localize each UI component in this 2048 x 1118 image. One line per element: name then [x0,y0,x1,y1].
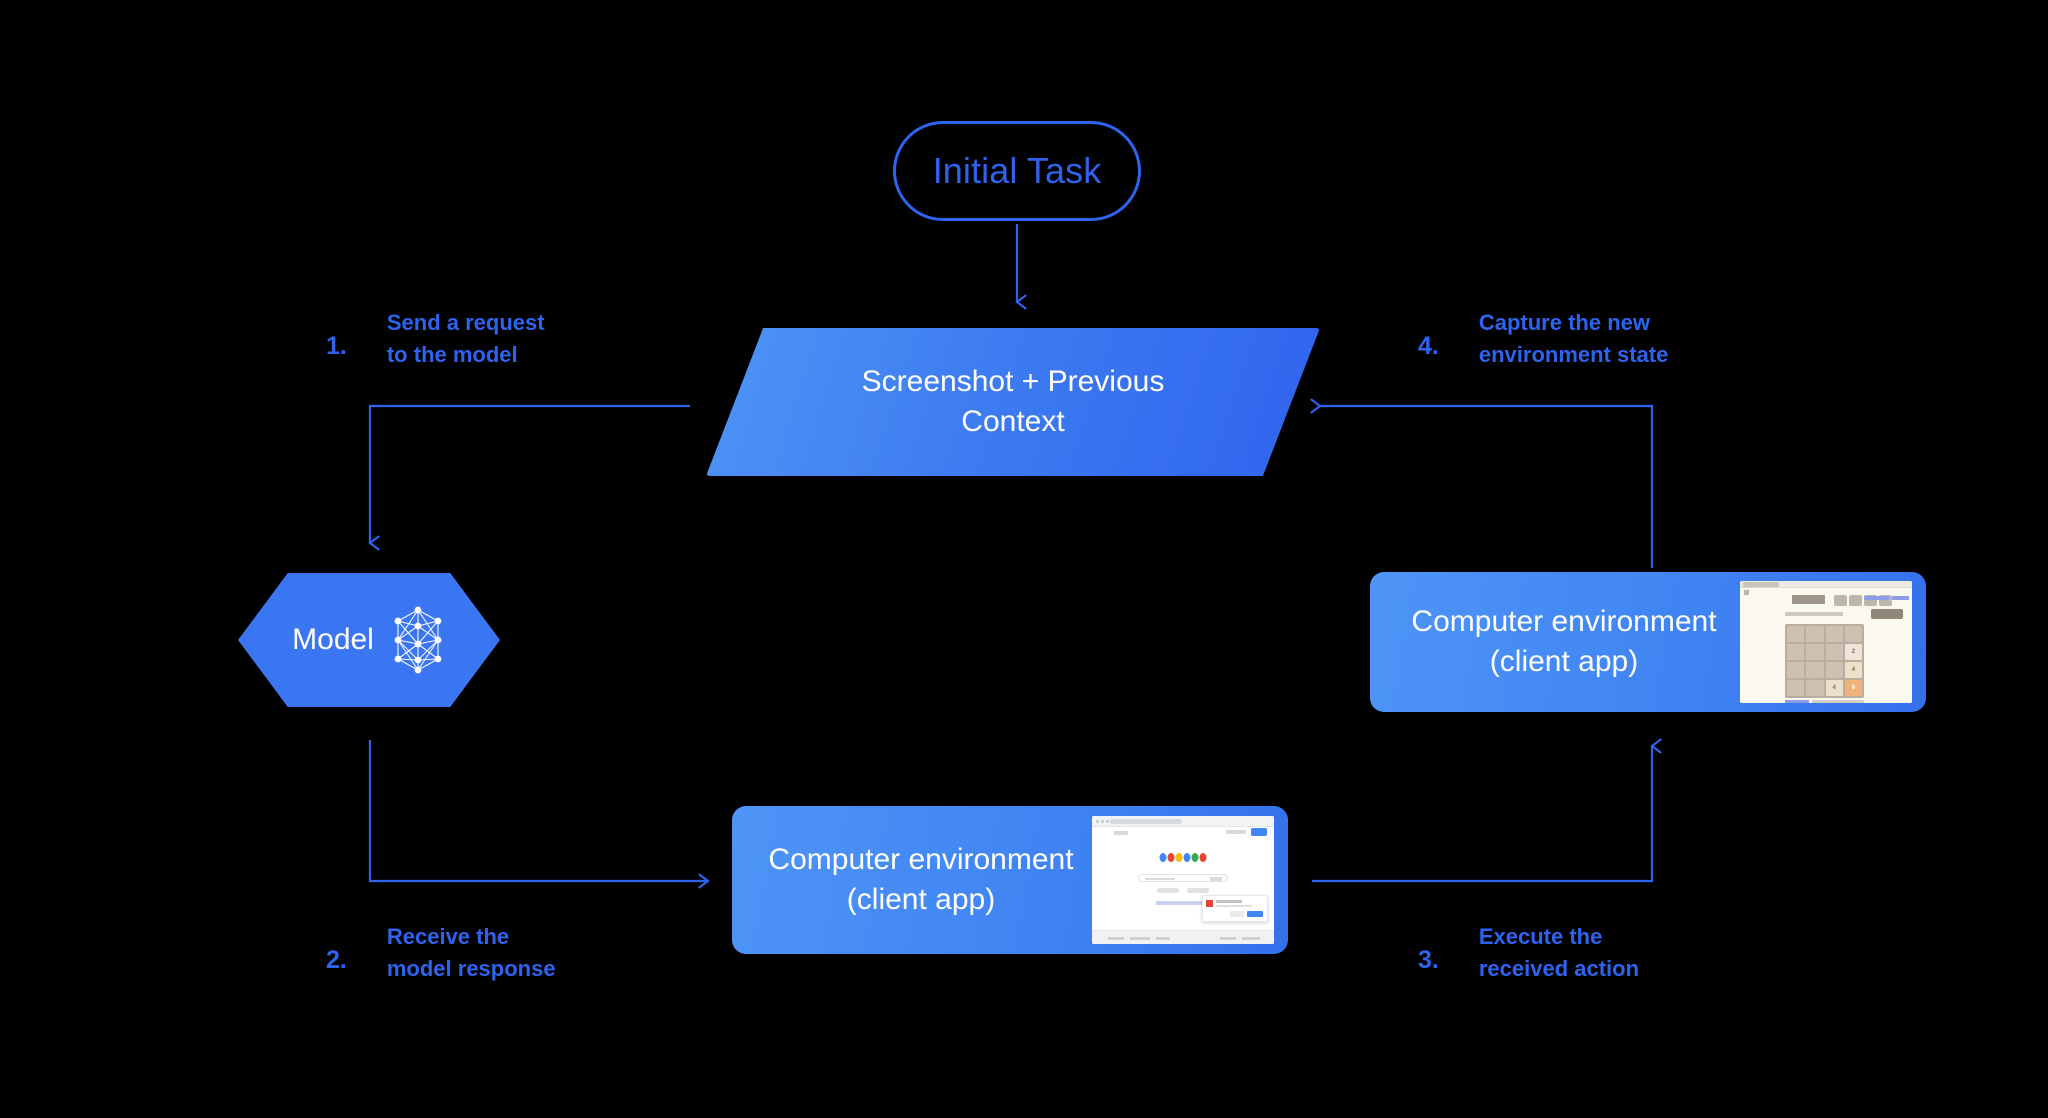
env-top-line2: (client app) [1489,645,1639,678]
arrow-environment-to-context [1320,406,1654,568]
model-node[interactable]: Model [238,573,500,707]
2048-screenshot-thumbnail: 2 4 4 8 [1740,581,1912,703]
environment-node-bottom[interactable]: Computer environment (client app) [732,806,1288,954]
arrow-environment-to-environment [1312,746,1652,883]
environment-node-bottom-label: Computer environment (client app) [732,840,1092,920]
context-node[interactable]: Screenshot + Previous Context [706,328,1320,476]
step-2: 2. Receive the model response [326,921,556,985]
tile-value: 4 [1851,667,1856,673]
context-node-shape [706,328,1320,476]
env-bottom-line2: (client app) [846,883,996,916]
arrow-context-to-model [370,404,690,543]
model-node-shape [238,573,500,707]
step-2-text: Receive the model response [386,924,556,981]
step-1-number: 1. [326,332,347,360]
step-1: 1. Send a request to the model [326,307,545,371]
step-3: 3. Execute the received action [1418,921,1639,985]
tile-value: 4 [1832,685,1836,691]
env-top-line1: Computer environment [1411,605,1717,639]
step-1-text: Send a request to the model [386,310,545,367]
initial-task-label: Initial Task [932,150,1102,191]
google-logo-icon [1159,853,1207,862]
step-4-number: 4. [1418,332,1439,360]
2048-grid: 2 4 4 8 [1785,624,1864,698]
model-node-label: Model [292,623,374,656]
env-bottom-line1: Computer environment [768,843,1074,877]
step-2-number: 2. [326,946,347,974]
environment-node-top[interactable]: Computer environment (client app) 2 4 [1370,572,1926,712]
initial-task-node[interactable]: Initial Task [893,121,1141,221]
environment-node-top-label: Computer environment (client app) [1370,602,1740,682]
neural-network-icon [394,606,442,674]
arrow-model-to-environment [368,740,708,881]
step-4-text: Capture the new environment state [1478,310,1669,367]
step-4: 4. Capture the new environment state [1418,307,1668,371]
step-3-number: 3. [1418,946,1439,974]
model-node-content: Model [238,573,500,707]
google-screenshot-thumbnail [1092,816,1274,944]
tile-value: 2 [1851,649,1856,655]
tile-value: 8 [1851,685,1856,691]
step-3-text: Execute the received action [1478,924,1640,981]
